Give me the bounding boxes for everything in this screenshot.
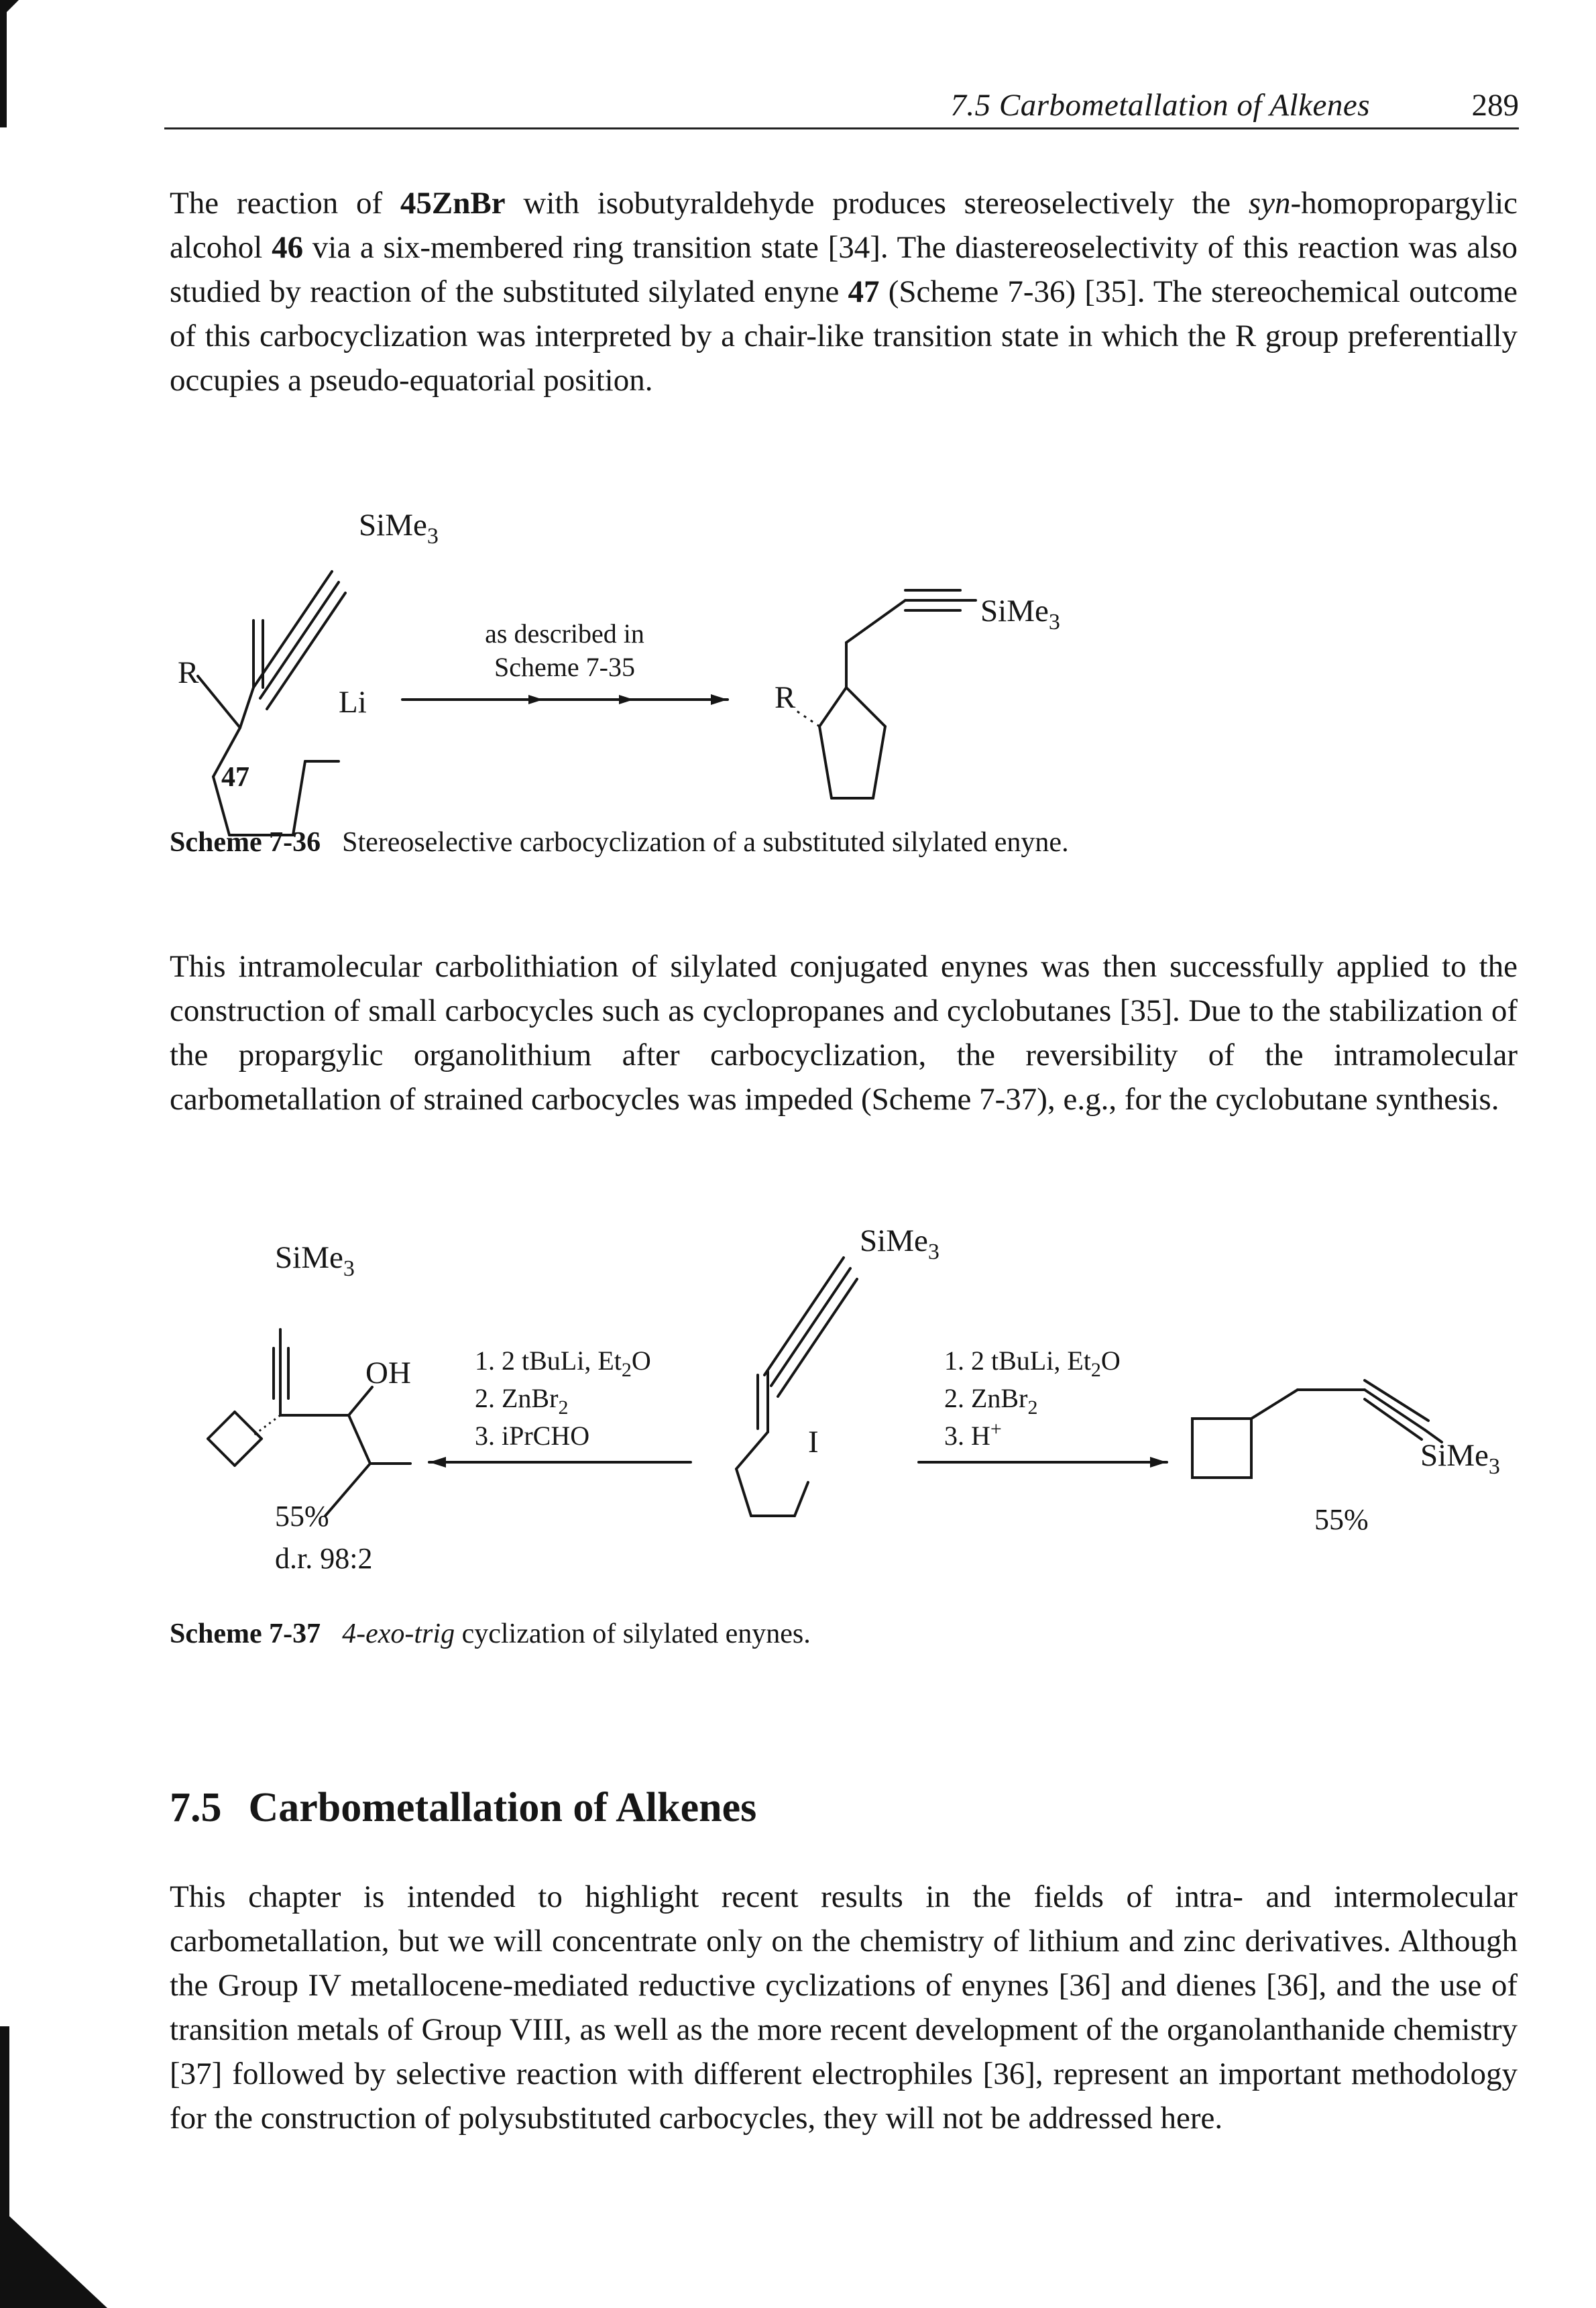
- scan-edge-top-bar: [0, 0, 7, 127]
- running-title: 7.5 Carbometallation of Alkenes: [950, 88, 1370, 123]
- header-rule: [164, 127, 1519, 129]
- iodo-label: I: [808, 1425, 819, 1460]
- right-condition-2: 2. ZnBr2: [944, 1383, 1037, 1419]
- arrow-label-line2: Scheme 7-35: [494, 652, 635, 682]
- left-dr: d.r. 98:2: [275, 1542, 372, 1575]
- compound-number-47: 47: [221, 762, 249, 793]
- page-number: 289: [1471, 88, 1520, 123]
- center-reactant-bonds: [735, 1256, 858, 1517]
- running-header: 7.5 Carbometallation of Alkenes 289: [164, 82, 1519, 129]
- scheme-7-36-drawing: SiMe3 R Li 47 as described in Scheme 7-3…: [178, 508, 1060, 836]
- left-condition-3: 3. iPrCHO: [475, 1421, 589, 1451]
- oh-label: OH: [365, 1356, 411, 1390]
- p1-text-5: (Scheme 7-36) [35]. The stereochemical o…: [170, 274, 1518, 398]
- section-title: Carbometallation of Alkenes: [248, 1785, 757, 1830]
- left-silyl-label: SiMe3: [275, 1240, 355, 1281]
- arrow-label-line1: as described in: [485, 618, 644, 649]
- p1-syn: syn: [1248, 186, 1291, 221]
- right-silyl-label: SiMe3: [1420, 1438, 1500, 1479]
- reactant-li-label: Li: [339, 685, 367, 720]
- product-silyl-label: SiMe3: [980, 594, 1060, 635]
- scheme-7-37: SiMe3 OH 55% d.r. 98:2 1. 2 tBuLi, Et2O …: [0, 1207, 1596, 1610]
- product-cyclopentane-bonds: [818, 589, 977, 800]
- p1-compound-47: 47: [848, 274, 880, 309]
- hashed-wedge: [794, 708, 820, 728]
- left-yield: 55%: [275, 1500, 329, 1533]
- right-product-bonds: [1191, 1379, 1443, 1479]
- caption-italic: 4-exo-trig: [342, 1618, 455, 1649]
- p1-text-2: with isobutyraldehyde produces stereosel…: [505, 186, 1249, 221]
- scheme-7-37-arrow-heads: [429, 1457, 1167, 1468]
- reactant-r-label: R: [178, 655, 199, 690]
- left-condition-2: 2. ZnBr2: [475, 1383, 568, 1419]
- arrow-heads: [528, 694, 728, 705]
- p1-compound-45znbr: 45ZnBr: [400, 186, 506, 221]
- left-condition-1: 1. 2 tBuLi, Et2O: [475, 1345, 651, 1381]
- paragraph-3: This chapter is intended to highlight re…: [170, 1879, 1518, 2136]
- caption-text: Stereoselective carbocyclization of a su…: [342, 827, 1069, 858]
- p1-text-3: -homopropargylic alcohol: [170, 186, 1518, 265]
- product-r-label: R: [775, 680, 796, 715]
- paragraph-2: This intramolecular carbolithiation of s…: [170, 949, 1518, 1117]
- center-silyl-label: SiMe3: [860, 1223, 939, 1264]
- caption-scheme-7-36: Scheme 7-36 Stereoselective carbocyclizat…: [170, 826, 1069, 859]
- caption-text: cyclization of silylated enynes.: [455, 1618, 811, 1649]
- reactant-silyl-label: SiMe3: [359, 508, 439, 549]
- caption-label: Scheme 7-37: [170, 1618, 321, 1649]
- scheme-7-36: SiMe3 R Li 47 as described in Scheme 7-3…: [0, 496, 1596, 872]
- caption-scheme-7-37: Scheme 7-37 4-exo-trig cyclization of sil…: [170, 1618, 811, 1650]
- left-hashed-wedge: [253, 1414, 281, 1437]
- right-condition-3: 3. H+: [944, 1418, 1002, 1451]
- p1-compound-46: 46: [272, 230, 304, 265]
- scan-edge-bottom: [0, 2207, 107, 2308]
- scan-edge-bottom-bar: [0, 2026, 9, 2308]
- caption-label: Scheme 7-36: [170, 827, 321, 858]
- reactant-47-bonds: [196, 570, 347, 836]
- right-yield: 55%: [1314, 1503, 1369, 1536]
- section-heading: 7.5 Carbometallation of Alkenes: [170, 1784, 756, 1832]
- right-condition-1: 1. 2 tBuLi, Et2O: [944, 1345, 1121, 1381]
- p1-text-1: The reaction of: [170, 186, 400, 221]
- section-number: 7.5: [170, 1785, 222, 1830]
- left-product-bonds: [207, 1328, 412, 1517]
- p1-text-4: via a six-membered ring transition state…: [170, 230, 1518, 309]
- paragraph-1: The reaction of 45ZnBr with isobutyralde…: [170, 181, 1518, 402]
- scheme-7-37-drawing: SiMe3 OH 55% d.r. 98:2 1. 2 tBuLi, Et2O …: [207, 1223, 1500, 1575]
